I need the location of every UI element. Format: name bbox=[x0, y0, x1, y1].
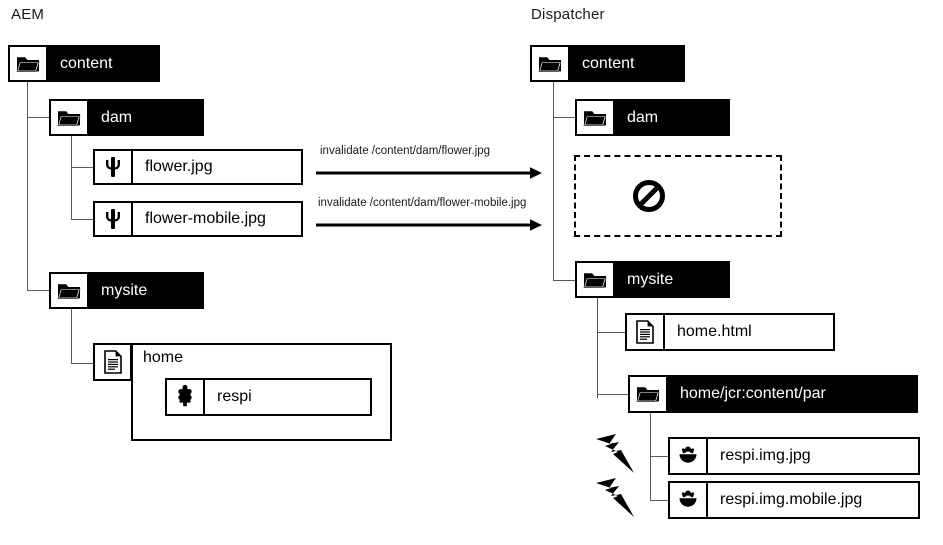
connector-aem-dam-to-flower-mobile bbox=[71, 219, 93, 220]
folder-icon bbox=[532, 47, 570, 80]
aem-node-respi[interactable]: respi bbox=[165, 378, 372, 416]
cactus-icon bbox=[95, 203, 133, 235]
connector-aem-content-trunk bbox=[27, 82, 28, 290]
connector-dispatcher-mysite-trunk bbox=[597, 298, 598, 398]
aem-node-content-label: content bbox=[60, 54, 113, 72]
connector-aem-mysite-to-home bbox=[71, 363, 93, 364]
connector-aem-dam-trunk bbox=[71, 136, 72, 219]
dispatcher-node-respi-img-mobile-jpg[interactable]: respi.img.mobile.jpg bbox=[668, 481, 920, 519]
puzzle-piece-icon bbox=[167, 380, 205, 414]
flower-icon bbox=[670, 483, 708, 517]
document-icon bbox=[627, 315, 665, 349]
dispatcher-node-dam-label: dam bbox=[627, 108, 659, 126]
cactus-icon bbox=[95, 151, 133, 183]
connector-dispatcher-mysite-to-par bbox=[597, 394, 628, 395]
connector-aem-dam-to-flower bbox=[71, 167, 93, 168]
lightning-bolt-icon-2 bbox=[594, 477, 638, 519]
arrow-label-invalidate-flower: invalidate /content/dam/flower.jpg bbox=[320, 145, 491, 157]
aem-node-flower-mobile-jpg-label: flower-mobile.jpg bbox=[145, 210, 266, 227]
connector-aem-content-to-mysite bbox=[27, 290, 49, 291]
dispatcher-node-home-html-label: home.html bbox=[677, 323, 752, 340]
document-icon bbox=[93, 343, 132, 381]
folder-icon bbox=[51, 274, 89, 307]
dispatcher-node-par[interactable]: home/jcr:content/par bbox=[628, 375, 918, 413]
aem-node-flower-mobile-jpg[interactable]: flower-mobile.jpg bbox=[93, 201, 303, 237]
arrow-label-invalidate-flower-mobile: invalidate /content/dam/flower-mobile.jp… bbox=[318, 197, 527, 209]
dispatcher-node-home-html[interactable]: home.html bbox=[625, 313, 835, 351]
aem-node-flower-jpg-label: flower.jpg bbox=[145, 158, 213, 175]
connector-dispatcher-content-to-mysite bbox=[553, 280, 575, 281]
connector-dispatcher-content-trunk bbox=[553, 82, 554, 280]
connector-dispatcher-par-to-respi-img bbox=[650, 456, 668, 457]
dispatcher-node-mysite-label: mysite bbox=[627, 270, 674, 288]
folder-icon bbox=[577, 263, 615, 296]
prohibited-icon bbox=[632, 179, 666, 213]
connector-aem-mysite-trunk bbox=[71, 308, 72, 363]
folder-icon bbox=[577, 101, 615, 134]
aem-node-flower-jpg[interactable]: flower.jpg bbox=[93, 149, 303, 185]
arrow-invalidate-flower-mobile bbox=[316, 218, 544, 232]
dispatcher-node-respi-img-jpg-label: respi.img.jpg bbox=[720, 447, 811, 464]
aem-node-home-label: home bbox=[143, 349, 184, 366]
connector-dispatcher-par-to-respi-img-mobile bbox=[650, 500, 668, 501]
dispatcher-node-content[interactable]: content bbox=[530, 45, 685, 82]
dispatcher-node-dam[interactable]: dam bbox=[575, 99, 730, 136]
folder-icon bbox=[10, 47, 48, 80]
dispatcher-node-content-label: content bbox=[582, 54, 635, 72]
connector-dispatcher-mysite-to-home-html bbox=[597, 332, 625, 333]
section-title-dispatcher: Dispatcher bbox=[531, 6, 605, 23]
aem-node-respi-label: respi bbox=[217, 388, 252, 405]
arrow-invalidate-flower bbox=[316, 166, 544, 180]
aem-node-content[interactable]: content bbox=[8, 45, 160, 82]
lightning-bolt-icon-1 bbox=[594, 433, 638, 475]
section-title-aem: AEM bbox=[11, 6, 45, 23]
dispatcher-node-respi-img-jpg[interactable]: respi.img.jpg bbox=[668, 437, 920, 475]
folder-icon bbox=[630, 377, 668, 411]
aem-node-mysite-label: mysite bbox=[101, 281, 148, 299]
connector-aem-content-to-dam bbox=[27, 117, 49, 118]
aem-node-mysite[interactable]: mysite bbox=[49, 272, 204, 309]
dispatcher-node-mysite[interactable]: mysite bbox=[575, 261, 730, 298]
folder-icon bbox=[51, 101, 89, 134]
connector-dispatcher-content-to-dam bbox=[553, 117, 575, 118]
aem-node-dam-label: dam bbox=[101, 108, 133, 126]
aem-node-dam[interactable]: dam bbox=[49, 99, 204, 136]
flower-icon bbox=[670, 439, 708, 473]
dispatcher-empty-dam-region bbox=[574, 155, 782, 237]
dispatcher-node-par-label: home/jcr:content/par bbox=[680, 385, 826, 402]
dispatcher-node-respi-img-mobile-jpg-label: respi.img.mobile.jpg bbox=[720, 491, 863, 508]
